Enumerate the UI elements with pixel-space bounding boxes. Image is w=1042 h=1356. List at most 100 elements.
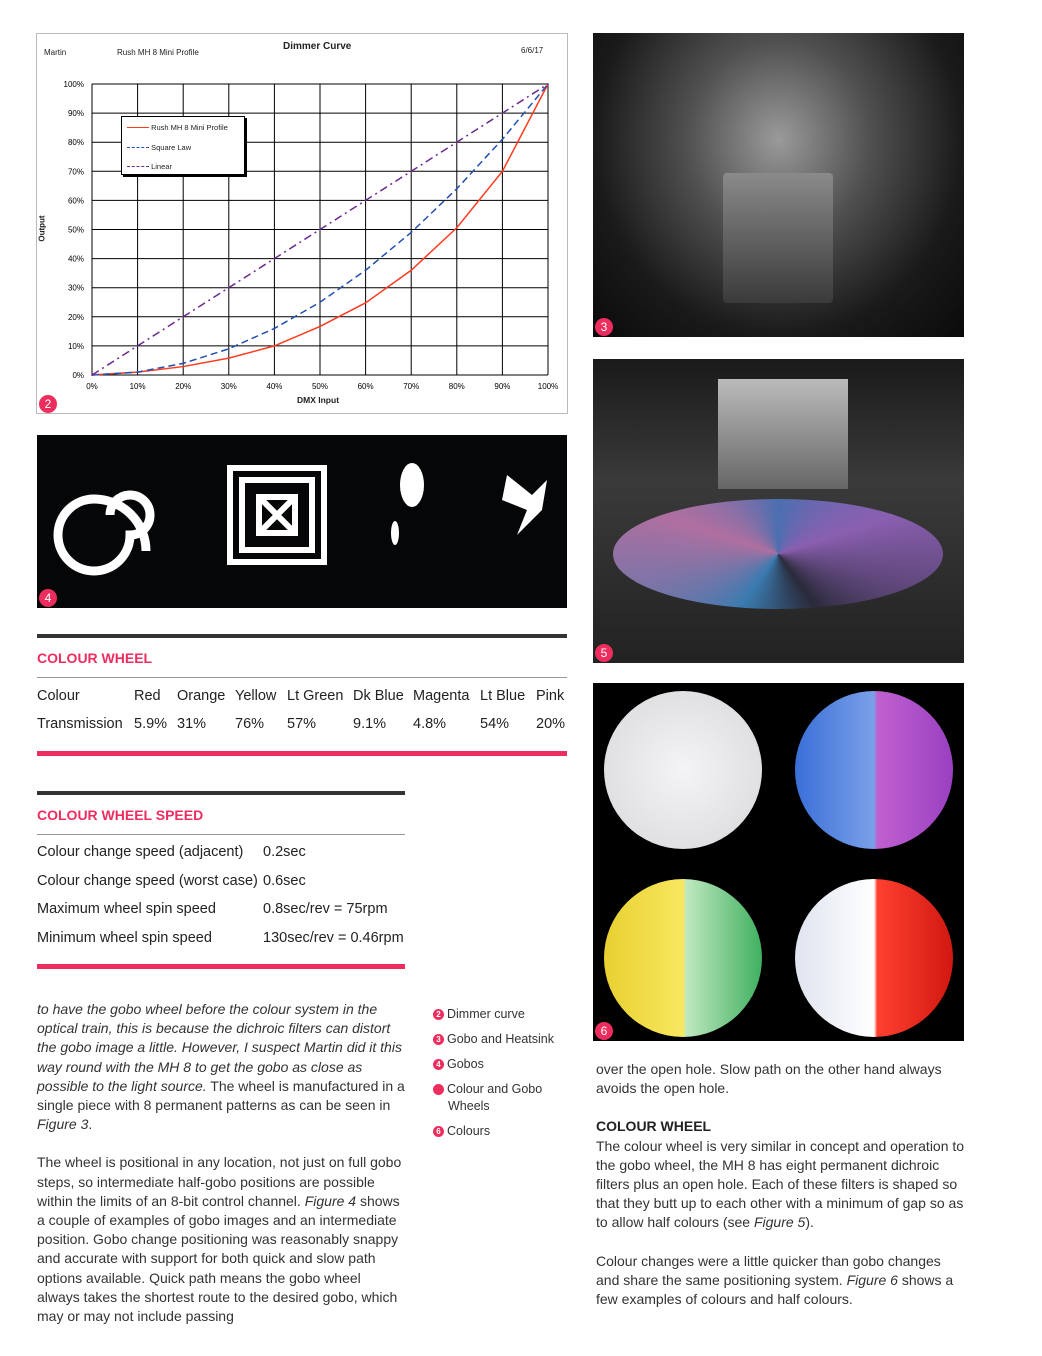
legend-item: Rush MH 8 Mini Profile <box>127 123 228 132</box>
chart-maker: Martin <box>44 48 67 57</box>
y-tick-label: 30% <box>68 284 84 293</box>
chart-date: 6/6/17 <box>521 46 544 55</box>
data-point <box>410 170 413 173</box>
x-axis-label: DMX Input <box>297 395 340 405</box>
y-axis-label: Output <box>37 215 47 242</box>
speed-value: 0.6sec <box>263 873 306 889</box>
table-header-cell: Lt Green <box>287 688 344 704</box>
table-header-cell: Dk Blue <box>353 688 404 704</box>
paragraph: The wheel is positional in any location,… <box>37 1154 402 1325</box>
chart-legend: Rush MH 8 Mini Profile Square Law Linear <box>121 116 245 175</box>
gobo-heatsink-photo <box>593 33 964 337</box>
colour-gobo-wheels-photo <box>593 359 964 663</box>
x-tick-label: 10% <box>130 382 146 391</box>
body-column-right: over the open hole. Slow path on the oth… <box>596 1060 966 1309</box>
data-point <box>456 226 458 229</box>
divider <box>37 751 567 756</box>
y-tick-label: 0% <box>72 371 84 380</box>
paragraph: over the open hole. Slow path on the oth… <box>596 1061 942 1097</box>
data-point <box>319 228 321 231</box>
gobos-photo <box>37 435 567 608</box>
data-point <box>182 362 184 365</box>
y-tick-label: 100% <box>64 80 84 89</box>
speed-label: Maximum wheel spin speed <box>37 901 216 917</box>
divider <box>37 964 405 969</box>
speed-value: 0.2sec <box>263 844 306 860</box>
data-point <box>501 170 504 173</box>
data-point <box>364 269 367 272</box>
colour-wheel-heading: COLOUR WHEEL <box>37 650 153 666</box>
data-point <box>136 345 139 347</box>
speed-value: 130sec/rev = 0.46rpm <box>263 930 404 946</box>
dimmer-curve-chart: Martin Rush MH 8 Mini Profile Dimmer Cur… <box>36 33 568 414</box>
x-tick-label: 40% <box>266 382 282 391</box>
table-header-cell: Pink <box>536 688 565 704</box>
figure-badge: 3 <box>595 318 613 336</box>
data-point <box>410 231 413 234</box>
data-point <box>319 301 321 304</box>
data-point <box>228 348 230 350</box>
data-point <box>410 269 413 272</box>
y-tick-label: 80% <box>68 138 84 147</box>
table-header-cell: Yellow <box>235 688 277 704</box>
x-tick-label: 50% <box>312 382 328 391</box>
table-cell: 4.8% <box>413 716 447 732</box>
y-tick-label: 10% <box>68 342 84 351</box>
table-cell: 57% <box>287 716 317 732</box>
legend-item: Linear <box>127 162 172 171</box>
y-tick-label: 90% <box>68 109 84 118</box>
colours-photo <box>593 683 964 1041</box>
data-point <box>364 199 367 202</box>
speed-label: Colour change speed (adjacent) <box>37 844 244 860</box>
x-tick-label: 30% <box>221 382 237 391</box>
x-tick-label: 60% <box>358 382 374 391</box>
divider <box>37 791 405 795</box>
gobo-images <box>53 463 547 576</box>
table-cell: 20% <box>536 716 566 732</box>
data-point <box>228 286 230 289</box>
data-point <box>456 187 458 190</box>
figure-badge: 6 <box>595 1022 613 1040</box>
data-point <box>273 345 276 347</box>
y-tick-label: 40% <box>68 255 84 264</box>
figure-badge: 2 <box>39 395 57 413</box>
y-tick-label: 50% <box>68 226 84 235</box>
chart-title: Dimmer Curve <box>283 41 352 52</box>
divider <box>37 677 567 678</box>
paragraph: to have the gobo wheel before the colour… <box>37 1001 405 1133</box>
wheel-speed-heading: COLOUR WHEEL SPEED <box>37 807 204 823</box>
x-tick-label: 70% <box>403 382 419 391</box>
data-point <box>273 327 276 330</box>
y-tick-label: 60% <box>68 196 84 205</box>
table-cell: Transmission <box>37 716 123 732</box>
table-cell: 54% <box>480 716 510 732</box>
table-cell: 31% <box>177 716 207 732</box>
chart-plot: 0%10%20%30%40%50%60%70%80%90%100%0%10%20… <box>64 80 559 391</box>
speed-label: Minimum wheel spin speed <box>37 930 212 946</box>
divider <box>37 834 405 835</box>
data-point <box>136 371 139 373</box>
y-tick-label: 70% <box>68 167 84 176</box>
data-point <box>547 83 549 85</box>
paragraph: Colour changes were a little quicker tha… <box>596 1252 954 1308</box>
x-tick-label: 20% <box>175 382 191 391</box>
paragraph: The colour wheel is very similar in conc… <box>596 1137 965 1231</box>
data-point <box>456 141 458 143</box>
legend-item: Square Law <box>127 143 191 152</box>
data-point <box>182 316 184 318</box>
data-point <box>228 357 230 359</box>
table-cell: 76% <box>235 716 265 732</box>
data-point <box>364 302 367 304</box>
divider <box>37 634 567 638</box>
y-tick-label: 20% <box>68 313 84 322</box>
data-point <box>501 138 504 141</box>
table-header-cell: Orange <box>177 688 226 704</box>
figure-badge: 4 <box>39 589 57 607</box>
data-point <box>91 374 93 376</box>
speed-label: Colour change speed (worst case) <box>37 873 258 889</box>
